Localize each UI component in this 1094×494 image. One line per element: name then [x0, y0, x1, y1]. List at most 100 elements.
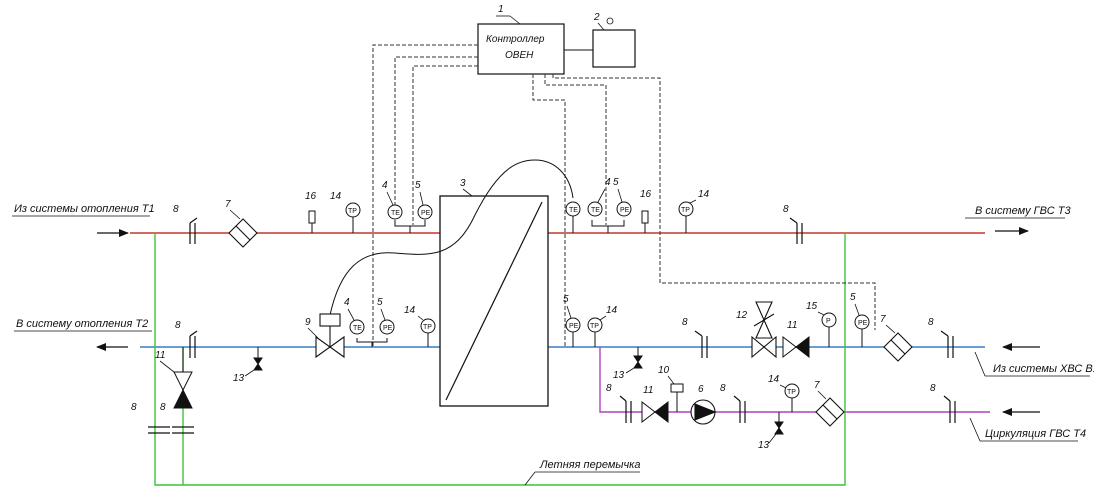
svg-text:16: 16	[305, 191, 317, 202]
circulation-line-t4	[599, 347, 990, 413]
flange-connection	[694, 330, 708, 358]
drain-valve-icon	[253, 347, 263, 371]
pump-sensor-icon	[670, 383, 684, 393]
svg-text:7: 7	[225, 199, 231, 210]
check-valve-icon	[782, 335, 810, 359]
pressure-sensor-icon	[379, 319, 395, 335]
filter-icon	[815, 397, 845, 427]
svg-text:4: 4	[605, 177, 611, 188]
svg-text:1: 1	[498, 4, 504, 15]
svg-text:2: 2	[593, 12, 600, 23]
label-cold-in: Из системы ХВС В1	[993, 363, 1094, 375]
svg-text:10: 10	[658, 365, 670, 376]
svg-text:TE: TE	[569, 207, 578, 214]
svg-text:TP: TP	[681, 207, 690, 214]
svg-text:PE: PE	[620, 207, 630, 214]
flange-connection	[733, 395, 746, 423]
pressure-sensor-icon	[417, 204, 433, 220]
svg-text:TP: TP	[423, 324, 432, 331]
svg-text:7: 7	[814, 380, 820, 391]
svg-text:TE: TE	[591, 207, 600, 214]
power-supply-box	[592, 29, 636, 68]
svg-text:6: 6	[698, 384, 704, 395]
pressure-sensor-icon	[616, 201, 632, 217]
svg-text:8: 8	[606, 383, 612, 394]
flange-connection	[189, 330, 198, 358]
label-heating-in: Из системы отопления Т1	[14, 203, 155, 215]
label-summer-bypass: Летняя перемычка	[539, 459, 640, 471]
svg-text:TP: TP	[787, 389, 796, 396]
plug-icon	[606, 17, 614, 25]
svg-text:8: 8	[175, 320, 181, 331]
svg-text:5: 5	[850, 292, 856, 303]
svg-text:14: 14	[698, 189, 710, 200]
flange-connection	[789, 217, 803, 244]
summer-bypass-line	[154, 233, 846, 486]
controller-box	[477, 23, 565, 75]
filter-icon	[883, 332, 913, 362]
svg-text:PE: PE	[569, 323, 579, 330]
air-vent-icon	[308, 210, 316, 224]
air-vent-icon	[641, 210, 649, 224]
label-dhw-out: В систему ГВС Т3	[975, 205, 1071, 217]
safety-valve-icon	[751, 301, 777, 359]
svg-text:PE: PE	[383, 325, 393, 332]
label-heating-out: В систему отопления Т2	[16, 318, 148, 330]
svg-text:PE: PE	[421, 210, 431, 217]
drain-valve-icon	[633, 347, 643, 369]
svg-text:TP: TP	[348, 208, 357, 215]
drain-valve-icon	[774, 412, 784, 435]
svg-text:9: 9	[305, 317, 311, 328]
svg-text:13: 13	[758, 440, 770, 451]
flange-connection	[148, 426, 194, 434]
svg-text:11: 11	[787, 320, 797, 331]
svg-text:8: 8	[930, 383, 936, 394]
svg-text:14: 14	[404, 305, 416, 316]
svg-text:TE: TE	[391, 210, 400, 217]
svg-text:8: 8	[720, 383, 726, 394]
svg-text:4: 4	[382, 180, 388, 191]
temperature-sensor-icon	[587, 201, 603, 217]
svg-text:8: 8	[131, 402, 137, 413]
svg-text:13: 13	[613, 370, 625, 381]
label-circulation: Циркуляция ГВС Т4	[985, 428, 1086, 440]
svg-text:8: 8	[783, 204, 789, 215]
svg-text:4: 4	[344, 297, 350, 308]
svg-text:5: 5	[377, 297, 383, 308]
pump-icon	[690, 399, 717, 425]
svg-text:11: 11	[643, 385, 653, 396]
svg-text:5: 5	[613, 177, 619, 188]
svg-text:13: 13	[233, 373, 245, 384]
temperature-sensor-icon	[387, 204, 403, 220]
flange-connection	[619, 395, 632, 423]
check-valve-icon	[173, 347, 193, 409]
svg-text:14: 14	[606, 305, 618, 316]
svg-text:14: 14	[768, 374, 780, 385]
flange-connection	[189, 217, 198, 244]
svg-text:14: 14	[330, 191, 342, 202]
svg-text:8: 8	[160, 402, 166, 413]
control-cable	[329, 159, 574, 316]
flange-connection	[940, 330, 954, 358]
flange-connection	[943, 395, 956, 423]
svg-text:TE: TE	[353, 325, 362, 332]
svg-text:3: 3	[460, 178, 466, 189]
filter-icon	[228, 218, 258, 248]
svg-text:8: 8	[682, 317, 688, 328]
svg-text:5: 5	[563, 294, 569, 305]
svg-text:5: 5	[415, 180, 421, 191]
controller-label-line1: Контроллер	[486, 34, 545, 45]
controller-label-line2: ОВЕН	[505, 50, 534, 61]
svg-text:8: 8	[928, 317, 934, 328]
svg-text:15: 15	[806, 301, 818, 312]
svg-text:12: 12	[736, 310, 748, 321]
temperature-sensor-icon	[349, 319, 365, 335]
svg-text:P: P	[826, 318, 831, 325]
svg-text:PE: PE	[858, 320, 868, 327]
svg-text:16: 16	[640, 189, 652, 200]
control-valve-icon	[315, 313, 345, 359]
svg-text:7: 7	[880, 314, 886, 325]
svg-text:TP: TP	[590, 323, 599, 330]
svg-text:8: 8	[173, 204, 179, 215]
